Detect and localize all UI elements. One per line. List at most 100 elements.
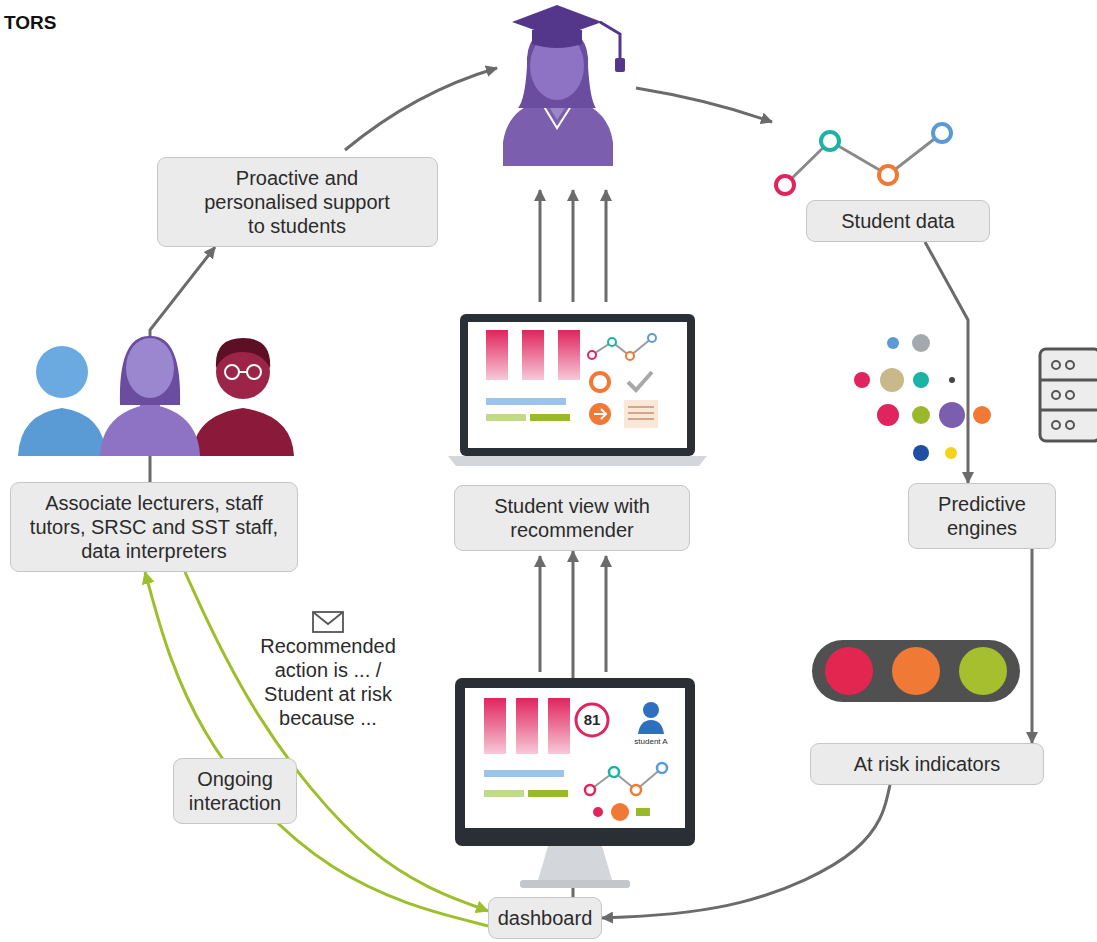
prediction-dots [939, 402, 965, 428]
flow-arrows [539, 190, 542, 302]
box-text: Student view with recommender [465, 494, 679, 542]
monitor-illustration [590, 768, 662, 790]
prediction-dots [912, 334, 930, 352]
monitor-illustration [455, 678, 695, 888]
flow-arrows [636, 88, 772, 122]
box-text: At risk indicators [854, 752, 1001, 776]
message-note: Recommended action is ... / Student at r… [239, 634, 417, 730]
graduate-icon [615, 58, 625, 72]
flow-connector [145, 572, 488, 926]
laptop-illustration [628, 372, 652, 390]
traffic-light [812, 640, 1020, 702]
laptop-illustration [628, 406, 654, 408]
traffic-light [812, 640, 1020, 702]
server-icon [1040, 409, 1097, 412]
staff-people-icon [247, 365, 261, 379]
monitor-illustration [484, 790, 524, 797]
score-number: 81 [577, 711, 607, 729]
monitor-illustration [657, 763, 667, 773]
laptop-illustration [486, 398, 566, 405]
graduate-icon [532, 30, 582, 48]
laptop-illustration [648, 334, 656, 342]
monitor-illustration [609, 767, 619, 777]
prediction-dots [880, 368, 904, 392]
monitor-illustration [611, 803, 629, 821]
server-icon [1066, 421, 1074, 429]
server-icon [1052, 391, 1060, 399]
laptop-illustration [594, 409, 606, 419]
graduate-icon [503, 5, 625, 166]
monitor-illustration [484, 698, 506, 754]
interaction-box: Ongoing interaction [173, 758, 297, 824]
dashboard-box: dashboard [488, 897, 602, 939]
staff-people-icon [216, 338, 270, 368]
student-data-chart [933, 124, 951, 142]
laptop-illustration [486, 330, 508, 380]
prediction-dots [854, 372, 870, 388]
traffic-light [825, 647, 873, 695]
envelope-icon [313, 612, 343, 632]
server-icon [1066, 391, 1074, 399]
student-view-box: Student view with recommender [454, 485, 690, 551]
student-data-chart [821, 132, 839, 150]
staff-people-icon [100, 404, 200, 456]
graduate-icon [518, 28, 596, 108]
staff-people-icon [18, 408, 106, 456]
monitor-illustration [455, 678, 695, 846]
server-icon [1052, 421, 1060, 429]
box-text: dashboard [498, 906, 593, 930]
staff-people-icon [239, 371, 247, 373]
laptop-illustration [530, 414, 570, 421]
box-text: Associate lecturers, staff tutors, SRSC … [21, 491, 287, 563]
prediction-dots [854, 334, 991, 461]
prediction-dots [973, 406, 991, 424]
flow-arrows [345, 68, 497, 150]
heading-fragment: TORS [4, 12, 84, 35]
staff-people-icon [126, 338, 174, 398]
student-data-chart [785, 133, 942, 185]
student-data-chart [776, 176, 794, 194]
laptop-illustration [591, 373, 609, 391]
flow-arrows [605, 556, 608, 672]
staff-people-icon [18, 336, 294, 456]
student-data-chart [879, 166, 897, 184]
laptop-illustration [626, 352, 634, 360]
laptop-illustration [592, 338, 652, 356]
monitor-illustration [576, 704, 608, 736]
laptop-illustration [460, 314, 695, 456]
monitor-illustration [516, 698, 538, 754]
prediction-dots [913, 445, 929, 461]
prediction-dots [912, 406, 930, 424]
prediction-dots [887, 337, 899, 349]
prediction-dots [877, 404, 899, 426]
envelope-icon [313, 612, 343, 624]
server-icon [1040, 349, 1097, 441]
flow-arrows [572, 190, 575, 302]
laptop-illustration [624, 400, 658, 428]
monitor-illustration [538, 846, 612, 880]
graduate-icon [600, 22, 620, 62]
staff-people-icon [192, 408, 294, 456]
flow-connector [925, 242, 968, 483]
box-text: Predictive engines [919, 492, 1045, 540]
data-box: Student data [806, 200, 990, 242]
envelope-icon [313, 612, 343, 632]
laptop-illustration [522, 330, 544, 380]
laptop-illustration [628, 418, 654, 420]
monitor-illustration [638, 720, 664, 734]
traffic-light [892, 647, 940, 695]
laptop-illustration [486, 414, 526, 421]
monitor-illustration [465, 688, 685, 828]
engine-box: Predictive engines [908, 483, 1056, 549]
monitor-illustration [520, 880, 630, 888]
laptop-illustration [468, 322, 687, 448]
laptop-illustration [448, 456, 707, 466]
monitor-illustration [631, 785, 641, 795]
monitor-illustration [636, 808, 650, 816]
monitor-illustration [643, 702, 659, 718]
box-text: Proactive and personalised support to st… [196, 166, 399, 238]
monitor-illustration [484, 770, 564, 777]
